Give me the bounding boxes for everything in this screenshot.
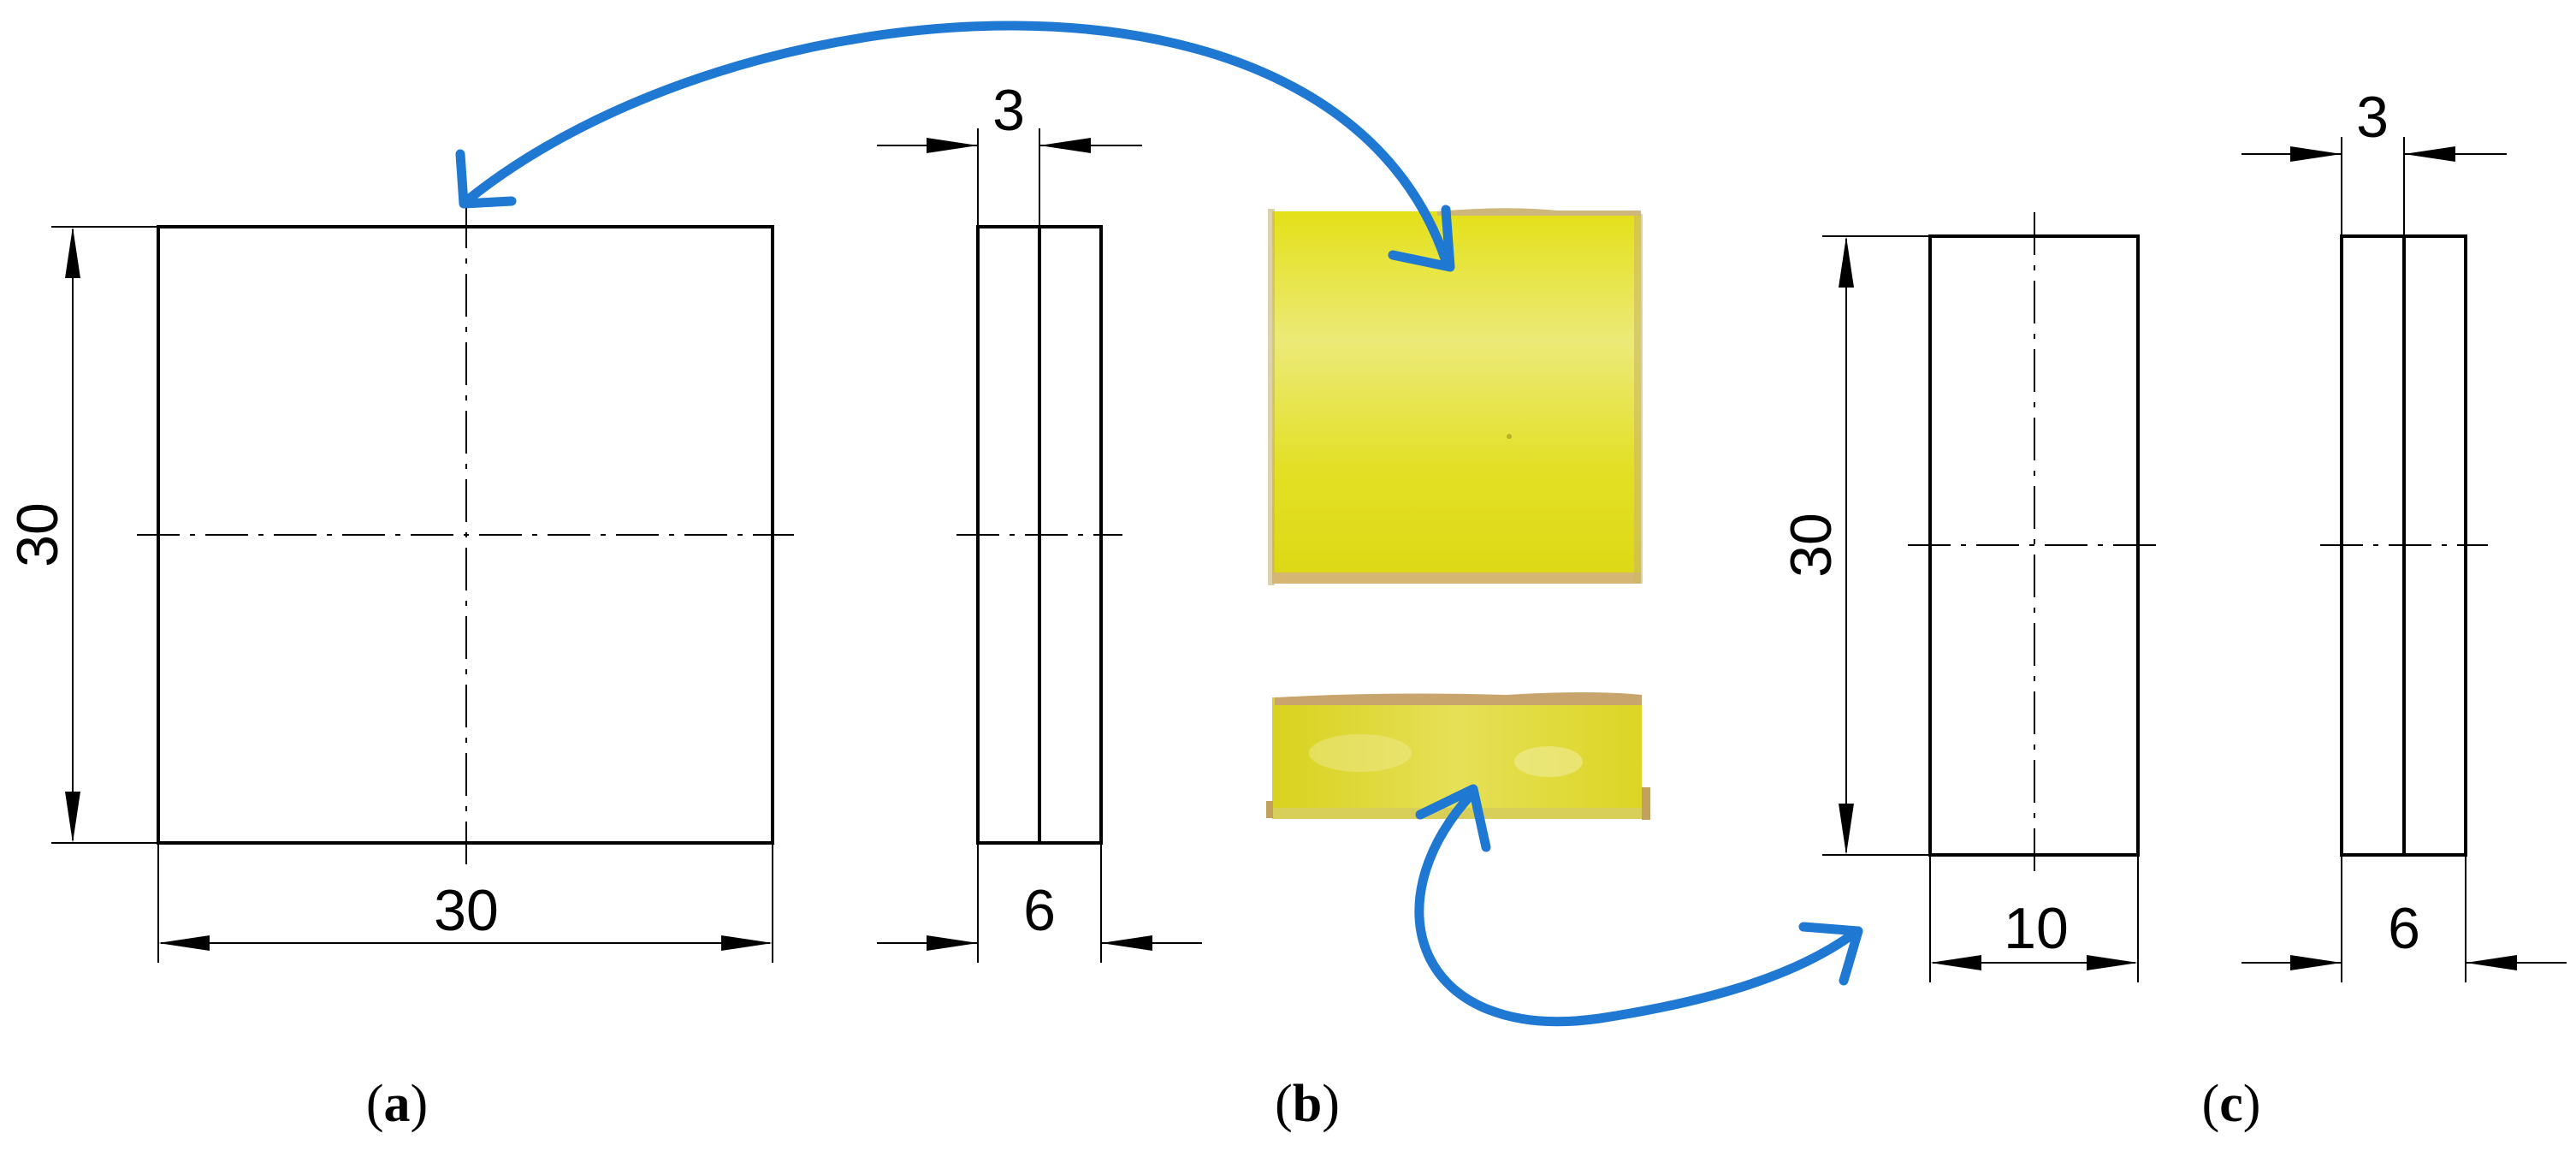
link-arrow-a-to-b: [455, 21, 1455, 272]
height-value: 30: [5, 502, 70, 567]
panel-label-c: (c): [2202, 1075, 2261, 1133]
panel-c-side-view: 3 6: [2241, 85, 2567, 982]
panel-label-a: (a): [366, 1075, 428, 1133]
panel-b-photo: [1262, 197, 1673, 1006]
height-value: 30: [1779, 513, 1844, 578]
height-dimension: 30: [1779, 235, 1930, 856]
width-value: 30: [434, 878, 499, 943]
half-thickness-dimension: 3: [877, 78, 1142, 227]
panel-c-front-view: 30 10: [1779, 212, 2160, 982]
height-dimension: 30: [5, 226, 158, 844]
panel-a-front-view: 30 30: [5, 205, 794, 963]
half-thickness-value: 3: [992, 78, 1025, 143]
width-value: 10: [2004, 896, 2069, 961]
half-thickness-dimension: 3: [2241, 85, 2507, 236]
thickness-value: 6: [1023, 878, 1056, 943]
thickness-dimension: 6: [2241, 855, 2567, 982]
thickness-value: 6: [2388, 896, 2420, 961]
square-specimen: [1268, 208, 1643, 585]
panel-a-side-view: 3 6: [877, 78, 1202, 963]
half-thickness-value: 3: [2356, 85, 2389, 150]
width-dimension: 30: [157, 843, 773, 963]
width-dimension: 10: [1929, 855, 2139, 982]
panel-label-b: (b): [1275, 1075, 1340, 1133]
link-arrow-b-to-c: [1414, 784, 1863, 1027]
thickness-dimension: 6: [877, 843, 1202, 963]
